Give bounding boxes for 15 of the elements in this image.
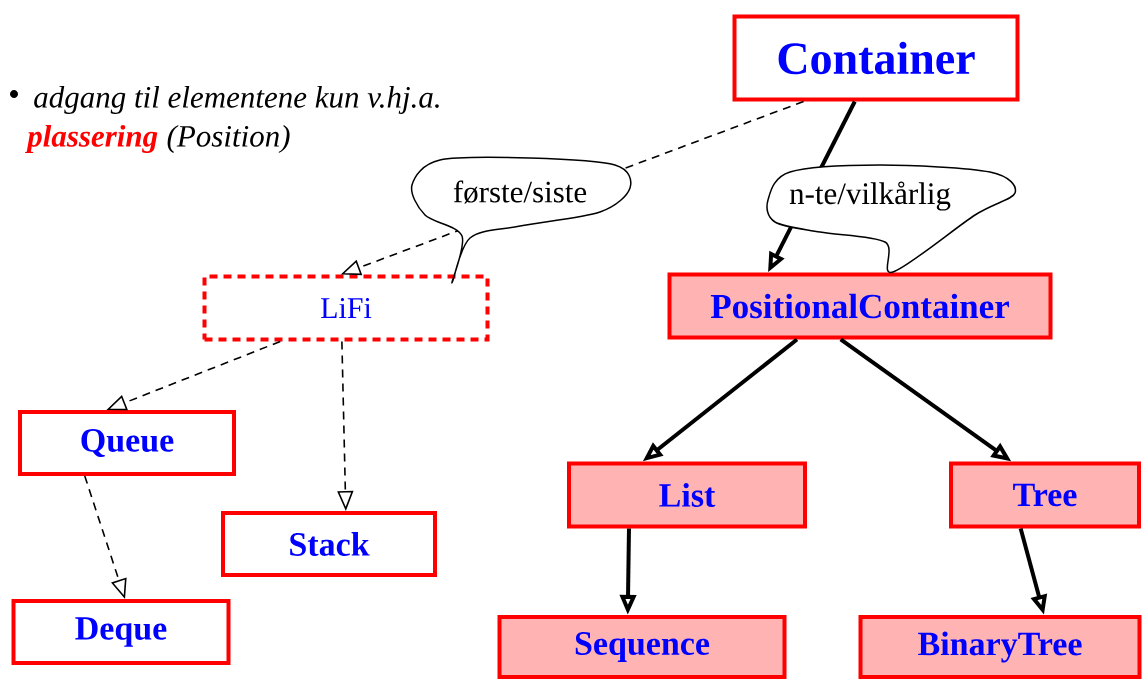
class-box: Sequence (497, 615, 787, 679)
class-box: Queue (18, 410, 236, 476)
speech-bubble: første/siste (410, 156, 632, 284)
class-box: PositionalContainer (667, 272, 1053, 340)
speech-bubble: n-te/vilkårlig (766, 164, 1017, 274)
class-box: Container (732, 14, 1020, 102)
class-box: Deque (11, 599, 231, 665)
note-text: adgang til elementene kun v.hj.a. (34, 85, 439, 115)
class-box: Tree (949, 461, 1141, 529)
class-box: BinaryTree (858, 615, 1142, 679)
class-box: Stack (221, 511, 437, 577)
class-box: List (567, 461, 807, 529)
note-text: (Position) (167, 124, 290, 154)
class-box: LiFi (202, 274, 490, 342)
note-text: plassering (25, 124, 158, 154)
